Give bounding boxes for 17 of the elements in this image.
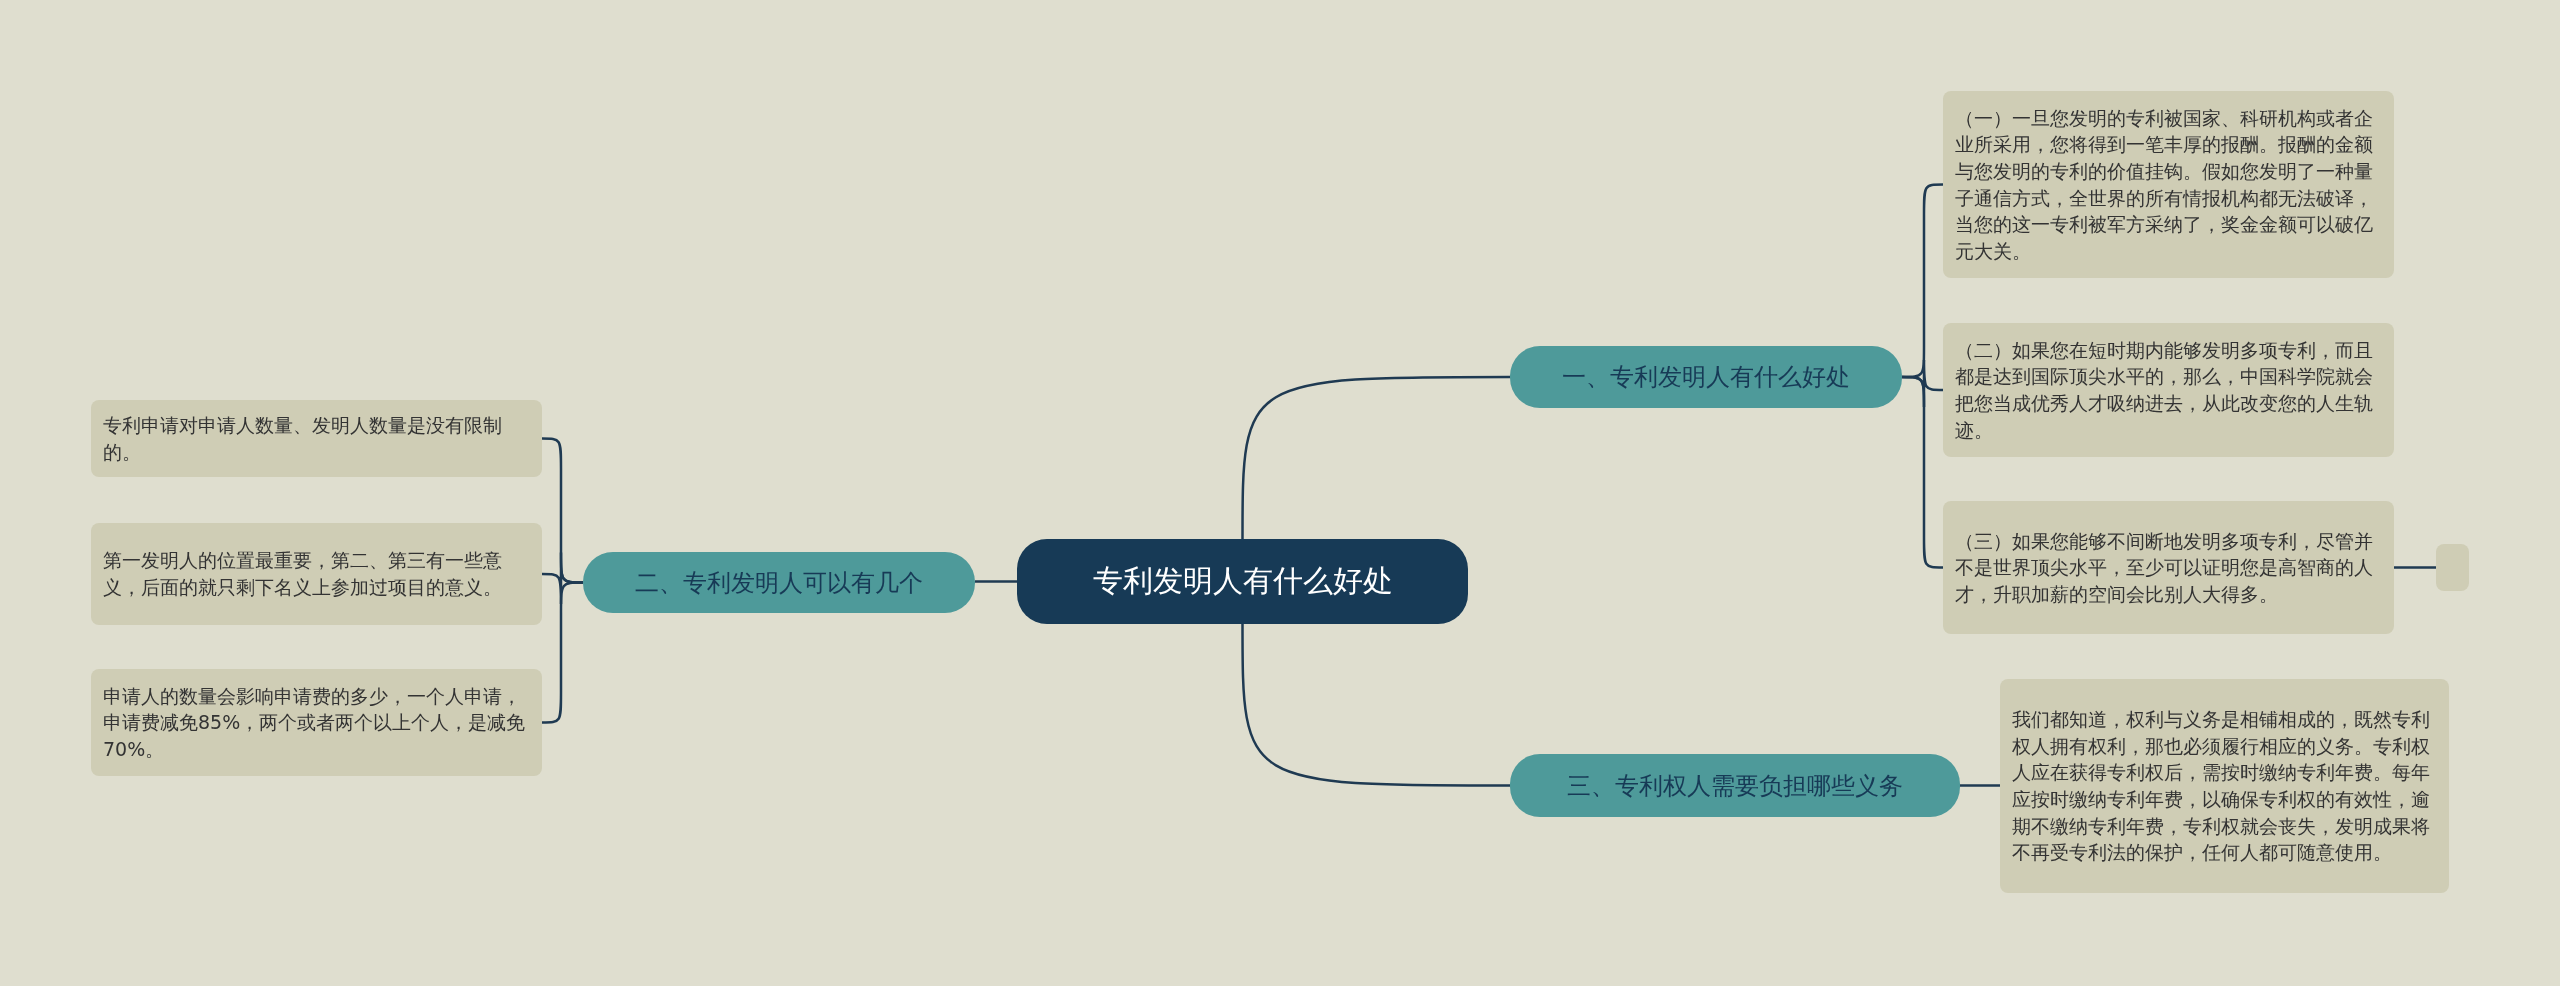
note-card: （一）一旦您发明的专利被国家、科研机构或者企业所采用，您将得到一笔丰厚的报酬。报酬的金额与您发明的专利的价值挂钩。假如您发明了一种量子通信方式，全世界的所有情报机构都无法破译，当您的这一专利被军方采纳了，奖金金额可以破亿元大关。 — [1943, 91, 2394, 278]
branch-topic: 一、专利发明人有什么好处 — [1510, 346, 1902, 408]
note-card: （二）如果您在短时期内能够发明多项专利，而且都是达到国际顶尖水平的，那么，中国科学院就会把您当成优秀人才吸纳进去，从此改变您的人生轨迹。 — [1943, 323, 2394, 457]
note-card: 我们都知道，权利与义务是相铺相成的，既然专利权人拥有权利，那也必须履行相应的义务。专利权人应在获得专利权后，需按时缴纳专利年费。每年应按时缴纳专利年费，以确保专利权的有效性，逾期不缴纳专利年费，专利权就会丧失，发明成果将不再受专利法的保护，任何人都可随意使用。 — [2000, 679, 2449, 893]
connector-line — [1960, 784, 2000, 787]
branch-topic: 三、专利权人需要负担哪些义务 — [1510, 754, 1960, 817]
note-card: 专利申请对申请人数量、发明人数量是没有限制的。 — [91, 400, 542, 477]
empty-card — [2436, 544, 2469, 591]
connector-line — [1241, 624, 1510, 787]
note-card: 申请人的数量会影响申请费的多少，一个人申请，申请费减免85%，两个或者两个以上个人，是减免70%。 — [91, 669, 542, 776]
central-topic: 专利发明人有什么好处 — [1017, 539, 1468, 624]
note-card: （三）如果您能够不间断地发明多项专利，尽管并不是世界顶尖水平，至少可以证明您是高智商的人才，升职加薪的空间会比别人大得多。 — [1943, 501, 2394, 634]
note-card: 第一发明人的位置最重要，第二、第三有一些意义，后面的就只剩下名义上参加过项目的意义。 — [91, 523, 542, 625]
connector-line — [975, 580, 1017, 583]
connector-line — [1241, 375, 1510, 539]
branch-topic: 二、专利发明人可以有几个 — [583, 552, 975, 613]
connector-line — [2394, 566, 2436, 569]
